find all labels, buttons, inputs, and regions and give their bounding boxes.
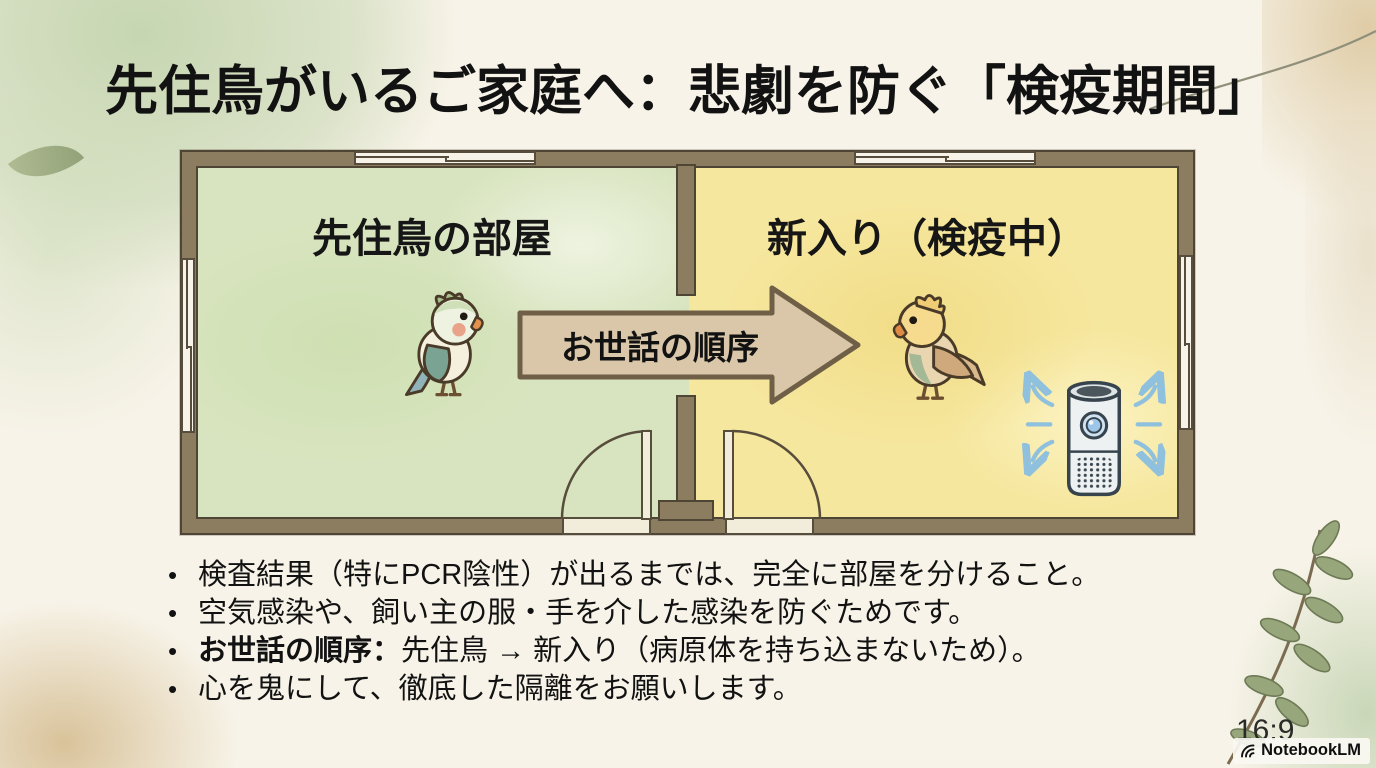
slide-title: 先住鳥がいるご家庭へ：悲劇を防ぐ「検疫期間」 — [105, 62, 1271, 121]
watercolor-blob-bottom-left — [0, 600, 240, 768]
air-purifier-icon — [1020, 370, 1168, 497]
bullet-marker: • — [168, 674, 178, 704]
right-room-label: 新入り（検疫中） — [767, 217, 1087, 261]
door-symbols — [560, 429, 822, 535]
bullet-marker: • — [168, 560, 178, 590]
bullet-text: 検査結果（特にPCR陰性）が出るまでは、完全に部屋を分けること。 — [198, 559, 1101, 591]
bullet-text: お世話の順序：先住鳥 → 新入り（病原体を持ち込まないため）。 — [198, 635, 1041, 667]
stem-line-icon — [1150, 30, 1376, 111]
window-left-wall — [181, 258, 195, 433]
bullet-item: • 検査結果（特にPCR陰性）が出るまでは、完全に部屋を分けること。 — [168, 556, 1238, 594]
new-bird-icon — [892, 294, 986, 400]
bullet-item: • 空気感染や、飼い主の服・手を介した感染を防ぐためです。 — [168, 594, 1238, 632]
branch-icon — [1226, 520, 1354, 765]
existing-bird-icon — [405, 291, 484, 397]
divider-wall-top — [676, 164, 696, 296]
watercolor-blob-right — [1305, 120, 1376, 450]
notebooklm-logo-icon — [1241, 744, 1255, 757]
bullet-marker: • — [168, 598, 178, 628]
bullet-item: • 心を鬼にして、徹底した隔離をお願いします。 — [168, 670, 1238, 708]
floorplan-diagram: お世話の順序 先住鳥の部屋 新入り（検疫中） — [180, 150, 1195, 535]
window-top-right — [854, 151, 1036, 165]
divider-wall-base — [658, 500, 714, 521]
bullet-text: 空気感染や、飼い主の服・手を介した感染を防ぐためです。 — [198, 597, 978, 629]
window-top-left — [354, 151, 536, 165]
bullet-list: • 検査結果（特にPCR陰性）が出るまでは、完全に部屋を分けること。 • 空気感… — [168, 556, 1238, 708]
bullet-item: • お世話の順序：先住鳥 → 新入り（病原体を持ち込まないため）。 — [168, 632, 1238, 670]
care-order-arrow — [517, 285, 861, 405]
left-room-label: 先住鳥の部屋 — [312, 217, 552, 261]
bullet-text: 心を鬼にして、徹底した隔離をお願いします。 — [198, 673, 802, 705]
bullet-marker: • — [168, 636, 178, 666]
notebooklm-watermark: NotebookLM — [1233, 738, 1370, 764]
arrow-label: お世話の順序 — [561, 329, 759, 366]
watermark-label: NotebookLM — [1261, 741, 1361, 759]
window-right-wall — [1179, 255, 1193, 430]
